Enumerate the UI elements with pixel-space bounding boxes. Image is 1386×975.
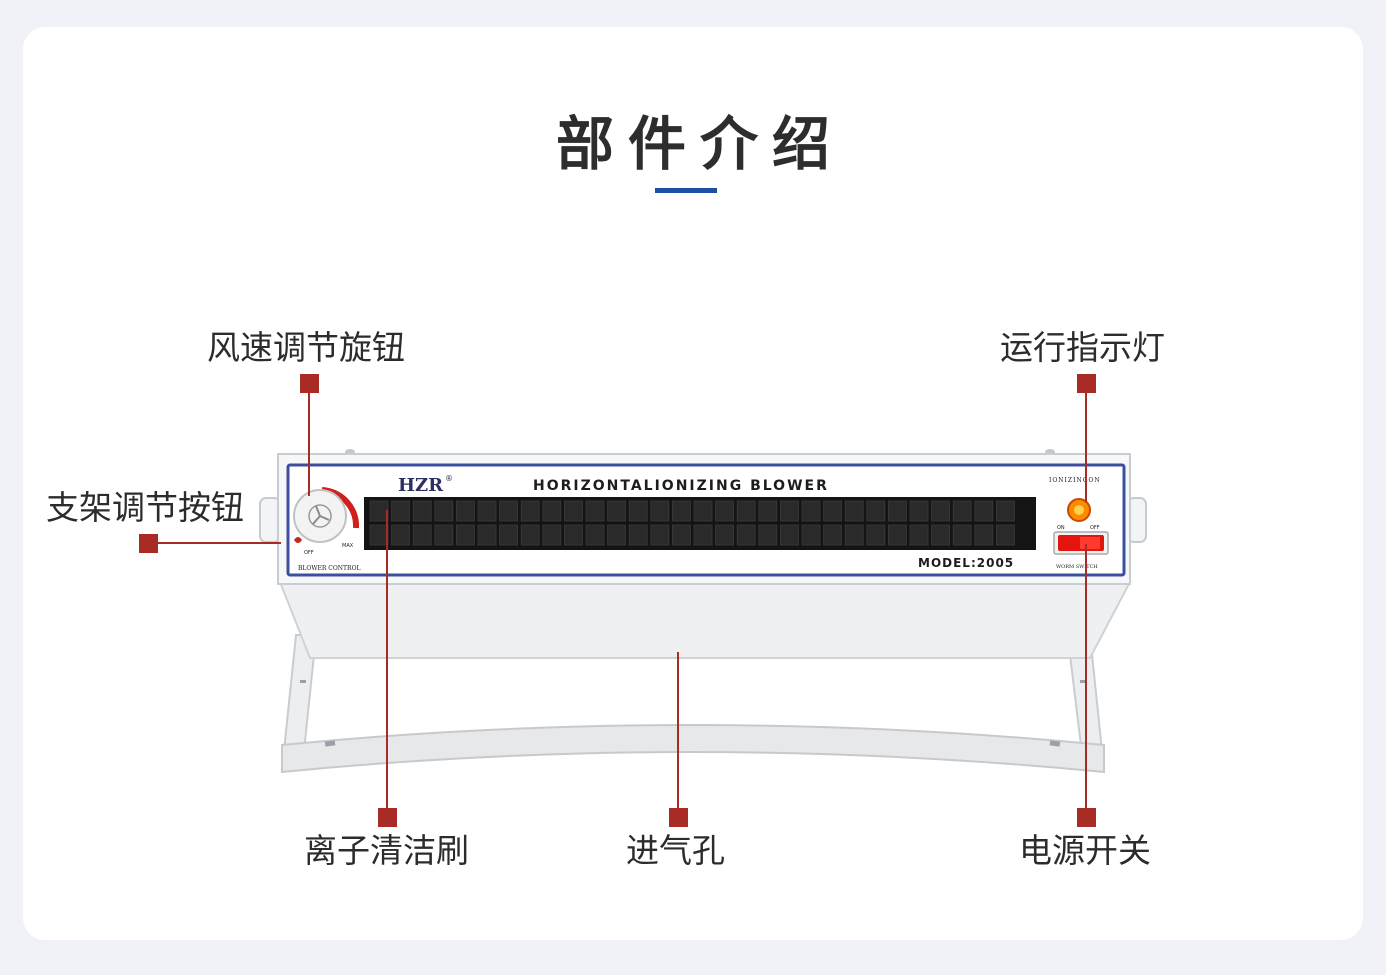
vent-slot bbox=[715, 500, 734, 522]
vent-slot bbox=[888, 524, 907, 546]
vent-slot bbox=[996, 524, 1015, 546]
brand-mark: ® bbox=[445, 474, 453, 483]
callout-marker-power-switch bbox=[1077, 808, 1096, 827]
vent-slot bbox=[585, 500, 605, 522]
vent-slot bbox=[715, 524, 734, 546]
vent-slot bbox=[736, 500, 756, 522]
vent-slot bbox=[628, 524, 648, 546]
vent-slot bbox=[607, 524, 626, 546]
knob-max-text: MAX bbox=[342, 543, 354, 549]
callout-ion-brush: 离子清洁刷 bbox=[304, 831, 469, 870]
vent-slot bbox=[823, 500, 842, 522]
vent-slot bbox=[585, 524, 605, 546]
vent-slot bbox=[391, 524, 411, 546]
callout-speed-knob: 风速调节旋钮 bbox=[207, 328, 405, 367]
callout-line-stand-knob bbox=[157, 542, 281, 544]
vent-slot bbox=[866, 500, 886, 522]
vent-grille bbox=[369, 500, 1015, 546]
callout-power-switch: 电源开关 bbox=[1019, 831, 1151, 870]
brand-text: HZR bbox=[398, 475, 444, 496]
vent-slot bbox=[650, 500, 670, 522]
vent-slot bbox=[736, 524, 756, 546]
vent-slot bbox=[888, 500, 907, 522]
switch-off-text: OFF bbox=[1090, 525, 1100, 531]
vent-slot bbox=[844, 524, 864, 546]
vent-slot bbox=[693, 524, 713, 546]
blower-control-text: BLOWER CONTROL bbox=[298, 565, 360, 572]
callout-marker-air-inlet bbox=[669, 808, 688, 827]
vent-slot bbox=[974, 524, 994, 546]
vent-slot bbox=[369, 524, 389, 546]
vent-slot bbox=[650, 524, 670, 546]
callout-marker-speed-knob bbox=[300, 374, 319, 393]
vent-slot bbox=[434, 500, 454, 522]
vent-slot bbox=[758, 500, 778, 522]
vent-slot bbox=[607, 500, 626, 522]
vent-slot bbox=[412, 524, 432, 546]
vent-slot bbox=[801, 524, 821, 546]
vent-slot bbox=[909, 500, 929, 522]
vent-slot bbox=[780, 500, 799, 522]
vent-slot bbox=[564, 524, 583, 546]
vent-slot bbox=[996, 500, 1015, 522]
callout-stand-knob: 支架调节按钮 bbox=[46, 488, 244, 527]
vent-slot bbox=[455, 524, 475, 546]
vent-slot bbox=[369, 500, 389, 522]
vent-slot bbox=[477, 500, 497, 522]
ionizing-label-text: IONIZINGON bbox=[1049, 477, 1101, 484]
vent-slot bbox=[931, 524, 950, 546]
product-name-text: HORIZONTALIONIZING BLOWER bbox=[533, 478, 829, 494]
callout-air-inlet: 进气孔 bbox=[626, 831, 725, 870]
vent-slot bbox=[909, 524, 929, 546]
vent-slot bbox=[952, 500, 972, 522]
vent-slot bbox=[628, 500, 648, 522]
switch-label-text: WORM SWITCH bbox=[1056, 564, 1098, 570]
vent-slot bbox=[499, 500, 519, 522]
vent-slot bbox=[952, 524, 972, 546]
speed-knob-graphic bbox=[293, 487, 360, 543]
vent-slot bbox=[499, 524, 519, 546]
vent-slot bbox=[542, 524, 562, 546]
vent-slot bbox=[520, 500, 540, 522]
vent-slot bbox=[520, 524, 540, 546]
vent-slot bbox=[780, 524, 799, 546]
vent-slot bbox=[672, 500, 691, 522]
vent-slot bbox=[866, 524, 886, 546]
model-text: MODEL:2005 bbox=[918, 556, 1014, 570]
callout-line-air-inlet bbox=[677, 652, 679, 809]
callout-line-ion-brush bbox=[386, 510, 388, 809]
switch-on-text: ON bbox=[1057, 525, 1065, 531]
vent-slot bbox=[758, 524, 778, 546]
vent-slot bbox=[844, 500, 864, 522]
callout-marker-stand-knob bbox=[139, 534, 158, 553]
knob-off-text: OFF bbox=[304, 550, 314, 556]
callout-marker-ion-brush bbox=[378, 808, 397, 827]
title-underline bbox=[655, 188, 717, 193]
vent-slot bbox=[672, 524, 691, 546]
callout-line-power-switch bbox=[1085, 544, 1087, 809]
page-title: 部件介绍 bbox=[555, 110, 844, 178]
vent-slot bbox=[412, 500, 432, 522]
vent-slot bbox=[391, 500, 411, 522]
vent-slot bbox=[823, 524, 842, 546]
vent-slot bbox=[477, 524, 497, 546]
callout-marker-indicator-light bbox=[1077, 374, 1096, 393]
callout-line-speed-knob bbox=[308, 392, 310, 496]
vent-slot bbox=[434, 524, 454, 546]
vent-slot bbox=[801, 500, 821, 522]
vent-slot bbox=[693, 500, 713, 522]
vent-slot bbox=[564, 500, 583, 522]
callout-indicator-light: 运行指示灯 bbox=[1000, 328, 1165, 367]
vent-slot bbox=[974, 500, 994, 522]
vent-slot bbox=[931, 500, 950, 522]
callout-line-indicator-light bbox=[1085, 392, 1087, 502]
vent-slot bbox=[455, 500, 475, 522]
vent-slot bbox=[542, 500, 562, 522]
